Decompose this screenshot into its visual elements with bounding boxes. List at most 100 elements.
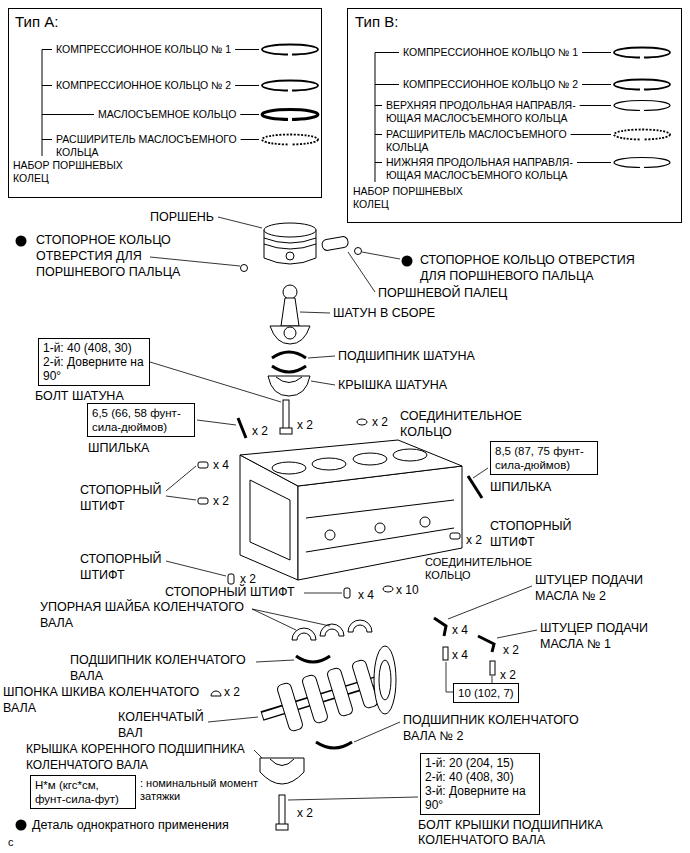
quantity-mark: x 2	[213, 493, 229, 509]
leader-line	[448, 586, 532, 619]
piston-drawing	[321, 236, 349, 251]
part-name: РАСШИРИТЕЛЬ МАСЛОСЪЕМНОГО КОЛЬЦА	[56, 133, 256, 159]
ring-gap	[640, 55, 644, 60]
leader-line	[580, 105, 611, 106]
part-label: БОЛТ ШАТУНА	[35, 388, 124, 404]
cylinder-block-drawing	[353, 453, 387, 465]
leader-line	[577, 162, 611, 163]
ring-set-box: Тип B:КОМПРЕССИОННОЕ КОЛЬЦО № 1КОМПРЕССИ…	[347, 8, 682, 223]
leader-line	[582, 84, 611, 85]
crankshaft-drawing	[374, 646, 396, 714]
legend-sample-box: Н*м (кгс*см, фунт-сила-фут)	[30, 775, 136, 809]
torque-box: 1-й: 20 (204, 15)2-й: 40 (408, 30)3-й: Д…	[420, 753, 540, 815]
cylinder-block-drawing	[393, 449, 427, 461]
leader-line	[308, 356, 335, 358]
quantity-mark: x 2	[224, 684, 240, 700]
bracket-line	[42, 49, 52, 50]
cylinder-block-drawing	[325, 530, 335, 540]
cylinder-block-drawing	[420, 517, 430, 527]
kit-name: НАБОР ПОРШНЕВЫХ КОЛЕЦ	[13, 159, 131, 185]
cylinder-block-drawing	[228, 574, 234, 584]
part-label: ШТУЦЕР ПОДАЧИ МАСЛА № 1	[540, 620, 680, 652]
kit-name: НАБОР ПОРШНЕВЫХ КОЛЕЦ	[353, 185, 471, 211]
connecting-rod-drawing	[283, 285, 297, 299]
legend-text: : номинальный момент затяжки	[140, 777, 258, 802]
part-name: КОМПРЕССИОННОЕ КОЛЬЦО № 2	[403, 78, 578, 91]
quantity-mark: x 2	[240, 571, 256, 587]
bracket-line	[375, 52, 399, 53]
part-label: БОЛТ КРЫШКИ ПОДШИПНИКА КОЛЕНЧАТОГО ВАЛА	[418, 818, 678, 848]
connecting-rod-drawing	[284, 327, 296, 339]
piston-drawing	[355, 248, 362, 255]
bracket-line	[375, 105, 382, 106]
piston-drawing	[264, 238, 316, 243]
leader-line	[473, 468, 488, 478]
part-name: КОМПРЕССИОННОЕ КОЛЬЦО № 2	[56, 79, 231, 92]
leader-line	[150, 217, 537, 800]
part-label: КРЫШКА ШАТУНА	[338, 377, 447, 393]
leader-line	[166, 561, 226, 576]
cylinder-block-drawing	[357, 419, 367, 425]
cylinder-block-drawing	[383, 586, 393, 592]
single-use-mark	[16, 236, 413, 831]
crankshaft-drawing	[326, 667, 353, 717]
crankshaft-drawing	[279, 795, 285, 825]
cylinder-block-drawing	[240, 440, 462, 486]
crankshaft-drawing	[348, 620, 372, 632]
leader-line	[235, 85, 259, 86]
part-name: КОМПРЕССИОННОЕ КОЛЬЦО № 1	[56, 43, 231, 56]
leader-line	[492, 676, 493, 683]
quantity-mark: x 2	[500, 667, 516, 683]
quantity-mark: x 2	[503, 642, 519, 658]
leader-line	[300, 312, 330, 313]
torque-spec: 1-й: 40 (408, 30)	[43, 341, 145, 355]
leader-line	[241, 139, 259, 140]
leader-line	[240, 114, 259, 115]
connecting-rod-drawing	[281, 298, 299, 326]
part-label: ШПИЛЬКА	[490, 479, 551, 495]
torque-box: 8,5 (87, 75 фунт-сила-дюймов)	[490, 441, 598, 475]
part-name: МАСЛОСЪЕМНОЕ КОЛЬЦО	[98, 108, 236, 121]
crankshaft-drawing	[490, 661, 495, 675]
ring-set-box: Тип A: КОМПРЕССИОННОЕ КОЛЬЦО № 1 КОМПРЕССИ…	[8, 8, 322, 198]
ring-gap	[640, 165, 644, 170]
figure-code: c	[8, 836, 14, 849]
single-use-mark	[402, 256, 413, 267]
ring-gap	[288, 88, 292, 93]
leader-line	[166, 466, 196, 491]
quantity-mark: x 2	[466, 532, 482, 548]
part-label: ШПИЛЬКА	[88, 440, 149, 456]
connecting-rod-drawing	[268, 376, 310, 396]
crankshaft-drawing	[434, 618, 446, 636]
leader-line	[218, 217, 262, 228]
part-name: КОМПРЕССИОННОЕ КОЛЬЦО № 1	[403, 46, 578, 59]
part-name: ВЕРХНЯЯ ПРОДОЛЬНАЯ НАПРАВЛЯ- ЮЩАЯ МАСЛОС…	[386, 99, 591, 125]
part-name: НИЖНЯЯ ПРОДОЛЬНАЯ НАПРАВЛЯ- ЮЩАЯ МАСЛОСЪ…	[386, 156, 591, 182]
part-name: РАСШИРИТЕЛЬ МАСЛОСЪЕМНОГО КОЛЬЦА	[386, 128, 586, 154]
quantity-mark: x 2	[297, 417, 313, 433]
torque-spec: Н*м (кгс*см, фунт-сила-фут)	[35, 778, 131, 806]
bracket-line	[375, 84, 399, 85]
crankshaft-drawing	[276, 824, 288, 830]
bracket-line	[42, 50, 43, 157]
bracket-line	[42, 85, 52, 86]
crankshaft-drawing	[260, 758, 304, 784]
part-label: СТОПОРНЫЙ ШТИФТ	[490, 518, 600, 550]
leader-line	[252, 609, 296, 630]
torque-box: 6,5 (66, 58 фунт-сила-дюймов)	[87, 403, 195, 437]
leader-line	[348, 252, 375, 292]
bracket-line	[375, 53, 376, 183]
connecting-rod-drawing	[272, 366, 306, 372]
single-use-mark	[16, 820, 27, 831]
quantity-mark: x 2	[252, 423, 268, 439]
bracket-line	[375, 162, 382, 163]
torque-spec: 8,5 (87, 75 фунт-сила-дюймов)	[495, 444, 593, 472]
torque-spec: 3-й: Доверните на 90°	[425, 784, 535, 812]
connecting-rod-drawing	[272, 352, 306, 358]
torque-spec: 1-й: 20 (204, 15)	[425, 756, 535, 770]
piston-drawing	[264, 223, 316, 237]
connecting-rod-drawing	[270, 326, 310, 344]
bracket-line	[42, 114, 94, 115]
type-heading: Тип A:	[15, 12, 58, 31]
crankshaft-drawing	[301, 674, 328, 724]
